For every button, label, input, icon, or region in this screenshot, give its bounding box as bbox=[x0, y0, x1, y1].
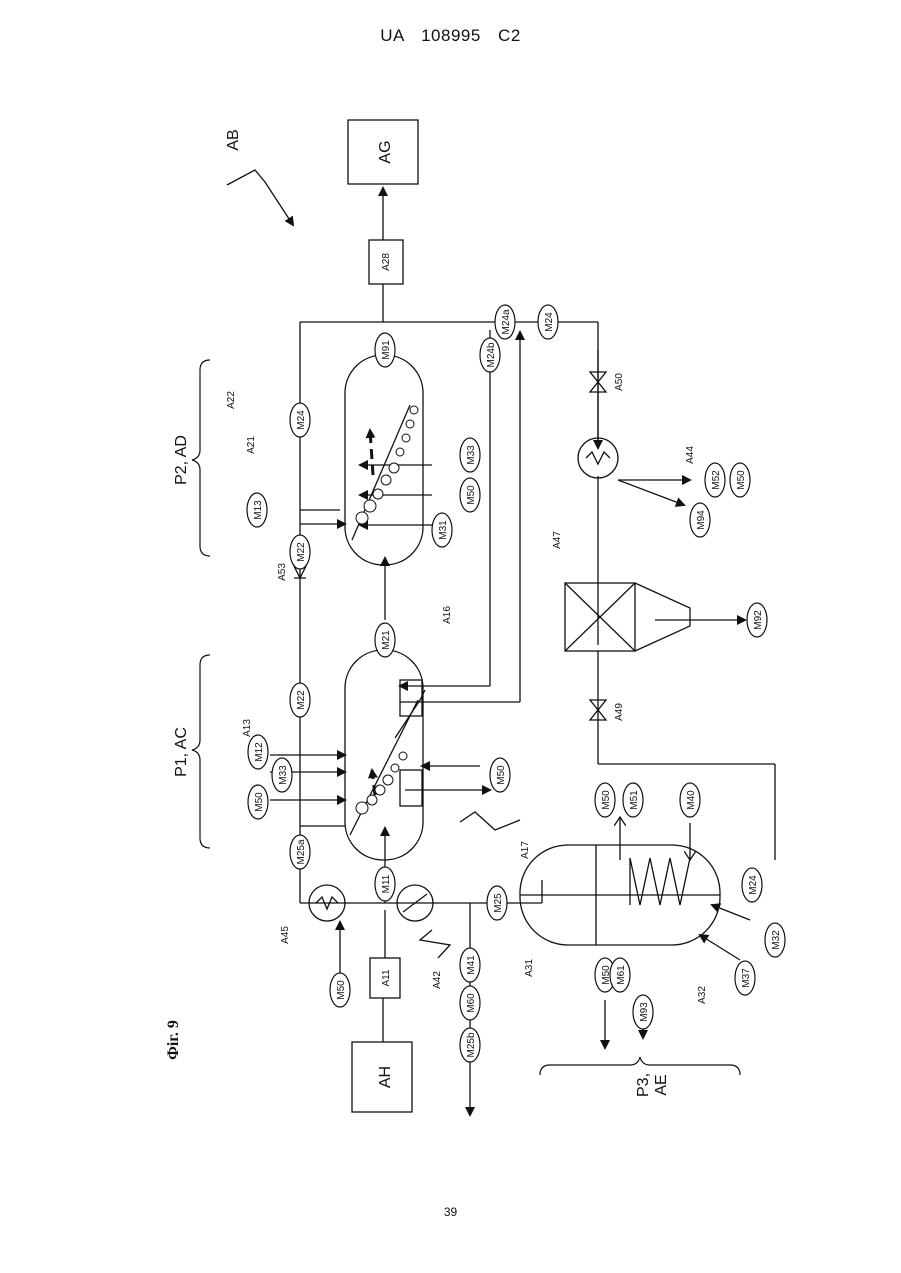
label-m33-b: M33 bbox=[466, 445, 477, 465]
label-m50-c: M50 bbox=[496, 765, 507, 785]
label-m50: M50 bbox=[254, 792, 265, 812]
reactor-p2 bbox=[345, 355, 423, 565]
label-m50-e: M50 bbox=[601, 965, 612, 985]
figure-caption: Фіг. 9 bbox=[165, 1020, 182, 1060]
brace-p2 bbox=[192, 360, 210, 556]
label-m31: M31 bbox=[438, 520, 449, 540]
label-m22: M22 bbox=[296, 690, 307, 710]
label-m41: M41 bbox=[466, 955, 477, 975]
label-m93: M93 bbox=[639, 1002, 650, 1022]
label-m50-g: M50 bbox=[736, 470, 747, 490]
page-number: 39 bbox=[0, 1205, 901, 1219]
label-m50-b: M50 bbox=[466, 485, 477, 505]
label-a32: A32 bbox=[697, 986, 708, 1004]
label-m22-b: M22 bbox=[296, 542, 307, 562]
label-m24-c: M24 bbox=[544, 312, 555, 332]
label-a28: A28 bbox=[381, 253, 392, 271]
stage-label-p2: P2, AD bbox=[173, 435, 190, 485]
label-m50-f: M50 bbox=[601, 790, 612, 810]
label-m24a: M24a bbox=[501, 309, 512, 334]
label-a11: A11 bbox=[381, 969, 392, 986]
block-label-ah: AH bbox=[377, 1066, 394, 1088]
label-m24: M24 bbox=[296, 410, 307, 430]
label-m51: M51 bbox=[629, 790, 640, 810]
label-m12: M12 bbox=[254, 742, 265, 762]
label-a17: A17 bbox=[520, 841, 531, 859]
brace-p3 bbox=[540, 1057, 740, 1075]
label-m92: M92 bbox=[753, 610, 764, 630]
label-a50: A50 bbox=[614, 373, 625, 391]
stage-label-p3-line1: P3, bbox=[635, 1073, 652, 1097]
stage-label-p3-line2: AE bbox=[653, 1074, 670, 1095]
label-a49: A49 bbox=[614, 703, 625, 721]
label-a16: A16 bbox=[442, 606, 453, 624]
label-a44: A44 bbox=[685, 446, 696, 464]
label-m40: M40 bbox=[686, 790, 697, 810]
label-m33: M33 bbox=[278, 765, 289, 785]
label-a45: A45 bbox=[280, 926, 291, 944]
label-m37: M37 bbox=[741, 968, 752, 988]
label-m24-d: M24 bbox=[748, 875, 759, 895]
label-m25a: M25a bbox=[296, 839, 307, 864]
label-m94: M94 bbox=[696, 510, 707, 530]
label-a13: A13 bbox=[242, 719, 253, 737]
label-a42: A42 bbox=[432, 971, 443, 989]
label-m52: M52 bbox=[711, 470, 722, 490]
label-m25: M25 bbox=[493, 893, 504, 913]
stage-label-p1: P1, AC bbox=[173, 727, 190, 777]
system-label: AB bbox=[225, 129, 242, 150]
label-m25b: M25b bbox=[466, 1032, 477, 1057]
label-a47: A47 bbox=[552, 531, 563, 549]
label-m24b: M24b bbox=[486, 342, 497, 367]
label-a31: A31 bbox=[524, 959, 535, 977]
label-m60: M60 bbox=[466, 993, 477, 1013]
label-a53: A53 bbox=[277, 563, 288, 581]
label-m32: M32 bbox=[771, 930, 782, 950]
label-a21: A21 bbox=[246, 436, 257, 454]
label-m13: M13 bbox=[253, 500, 264, 520]
label-a22: A22 bbox=[226, 391, 237, 409]
label-m61: M61 bbox=[616, 965, 627, 985]
label-m11: M11 bbox=[381, 874, 392, 893]
block-label-ag: AG bbox=[377, 140, 394, 163]
reactor-p1 bbox=[345, 650, 423, 860]
brace-p1 bbox=[192, 655, 210, 848]
label-m21: M21 bbox=[381, 630, 392, 650]
label-m50-d: M50 bbox=[336, 980, 347, 1000]
label-m91: M91 bbox=[381, 340, 392, 360]
